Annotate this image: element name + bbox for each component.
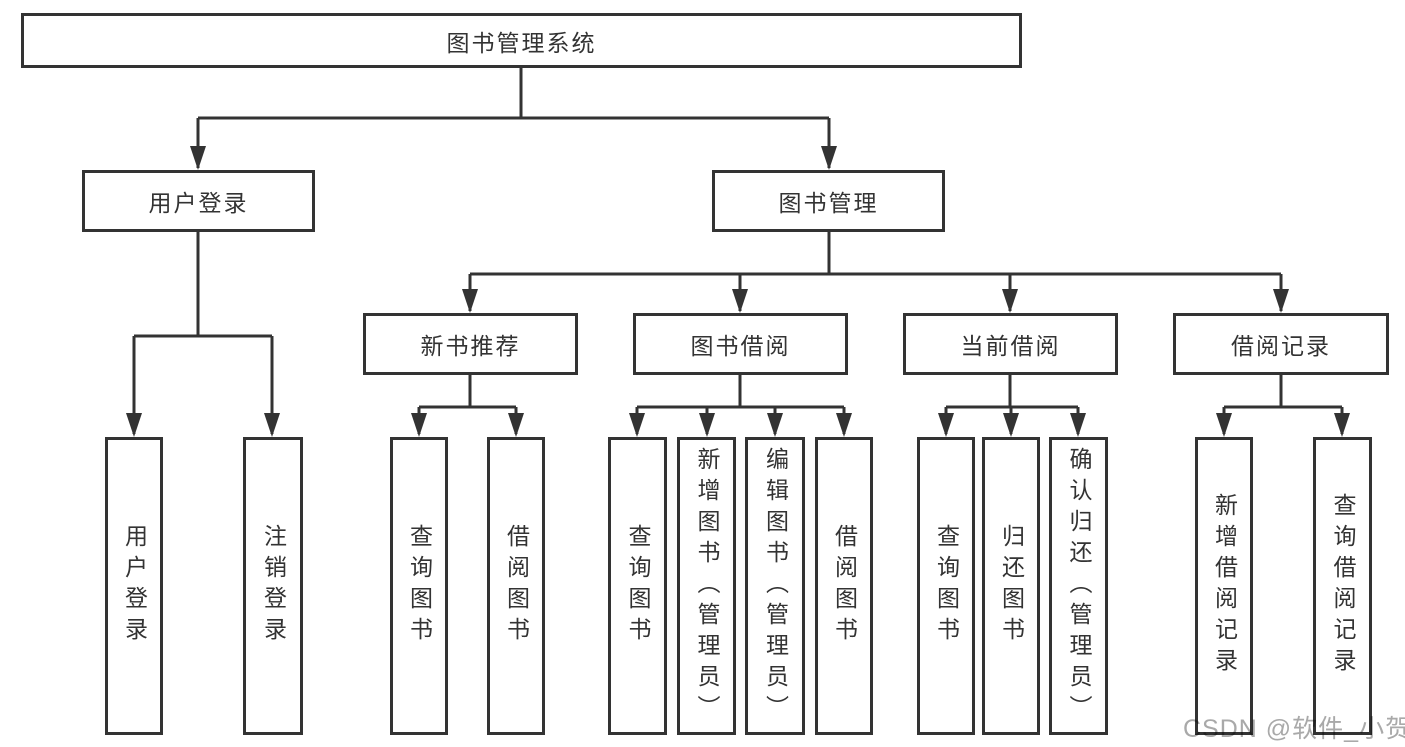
arrowhead xyxy=(1273,289,1289,313)
node-label: 查询图书 xyxy=(933,524,960,648)
arrowhead xyxy=(1334,413,1350,437)
arrowhead xyxy=(1002,289,1018,313)
arrowhead xyxy=(836,413,852,437)
arrowhead xyxy=(126,413,142,437)
node-label: 新书推荐 xyxy=(420,333,521,359)
node-book-borrow: 图书借阅 xyxy=(633,313,848,375)
node-label: 注销登录 xyxy=(260,524,287,648)
leaf-query-books-borrow: 查询图书 xyxy=(608,437,667,735)
arrowhead xyxy=(938,413,954,437)
node-label: 编辑图书（管理员） xyxy=(762,446,789,726)
arrowhead xyxy=(699,413,715,437)
node-label: 图书管理系统 xyxy=(446,29,597,56)
node-borrow-records: 借阅记录 xyxy=(1173,313,1389,375)
arrowhead xyxy=(462,289,478,313)
node-label: 新增借阅记录 xyxy=(1211,493,1238,679)
node-label: 用户登录 xyxy=(148,190,249,216)
connector-new-book-recommend-to-leaves xyxy=(411,375,524,437)
leaf-confirm-return-admin: 确认归还（管理员） xyxy=(1049,437,1108,735)
leaf-add-borrow-record: 新增借阅记录 xyxy=(1195,437,1253,735)
connector-borrow-records-to-leaves xyxy=(1216,375,1350,437)
leaf-logout: 注销登录 xyxy=(243,437,303,735)
connector-root-to-level2 xyxy=(190,68,837,170)
connector-book-borrow-to-leaves xyxy=(629,375,852,437)
arrowhead xyxy=(821,146,837,170)
arrowhead xyxy=(508,413,524,437)
arrowhead xyxy=(767,413,783,437)
node-label: 查询借阅记录 xyxy=(1330,493,1356,679)
node-label: 借阅记录 xyxy=(1231,333,1331,359)
node-label: 查询图书 xyxy=(625,524,651,648)
arrowhead xyxy=(1003,413,1019,437)
connector-current-borrow-to-leaves xyxy=(938,375,1086,437)
node-label: 归还图书 xyxy=(998,524,1025,648)
node-current-borrow: 当前借阅 xyxy=(903,313,1118,375)
node-user-login: 用户登录 xyxy=(82,170,315,232)
node-new-book-recommend: 新书推荐 xyxy=(363,313,578,375)
node-label: 确认归还（管理员） xyxy=(1066,446,1092,726)
node-root-library-management-system: 图书管理系统 xyxy=(21,13,1022,68)
arrowhead xyxy=(732,289,748,313)
node-label: 借阅图书 xyxy=(831,524,858,648)
node-label: 图书管理 xyxy=(778,190,879,216)
leaf-borrow-books-recommend: 借阅图书 xyxy=(487,437,545,735)
node-book-management: 图书管理 xyxy=(712,170,945,232)
node-label: 用户登录 xyxy=(121,524,148,648)
arrowhead xyxy=(629,413,645,437)
node-label: 新增图书（管理员） xyxy=(694,446,720,726)
leaf-add-books-admin: 新增图书（管理员） xyxy=(677,437,736,735)
leaf-return-books: 归还图书 xyxy=(982,437,1040,735)
arrowhead xyxy=(190,146,206,170)
node-label: 查询图书 xyxy=(406,524,433,648)
leaf-query-borrow-record: 查询借阅记录 xyxy=(1313,437,1372,735)
leaf-user-login: 用户登录 xyxy=(105,437,163,735)
csdn-watermark: CSDN @软件_小贺同学 xyxy=(1183,715,1405,743)
connector-user-login-to-leaves xyxy=(126,232,280,437)
node-label: 借阅图书 xyxy=(503,524,530,648)
arrowhead xyxy=(264,413,280,437)
arrowhead xyxy=(411,413,427,437)
leaf-query-books-current: 查询图书 xyxy=(917,437,975,735)
node-label: 当前借阅 xyxy=(960,333,1061,359)
connector-book-management-to-level3 xyxy=(462,232,1289,313)
arrowhead xyxy=(1070,413,1086,437)
arrowhead xyxy=(1216,413,1232,437)
node-label: 图书借阅 xyxy=(690,333,791,359)
leaf-edit-books-admin: 编辑图书（管理员） xyxy=(745,437,805,735)
leaf-borrow-books: 借阅图书 xyxy=(815,437,873,735)
leaf-query-books-recommend: 查询图书 xyxy=(390,437,448,735)
